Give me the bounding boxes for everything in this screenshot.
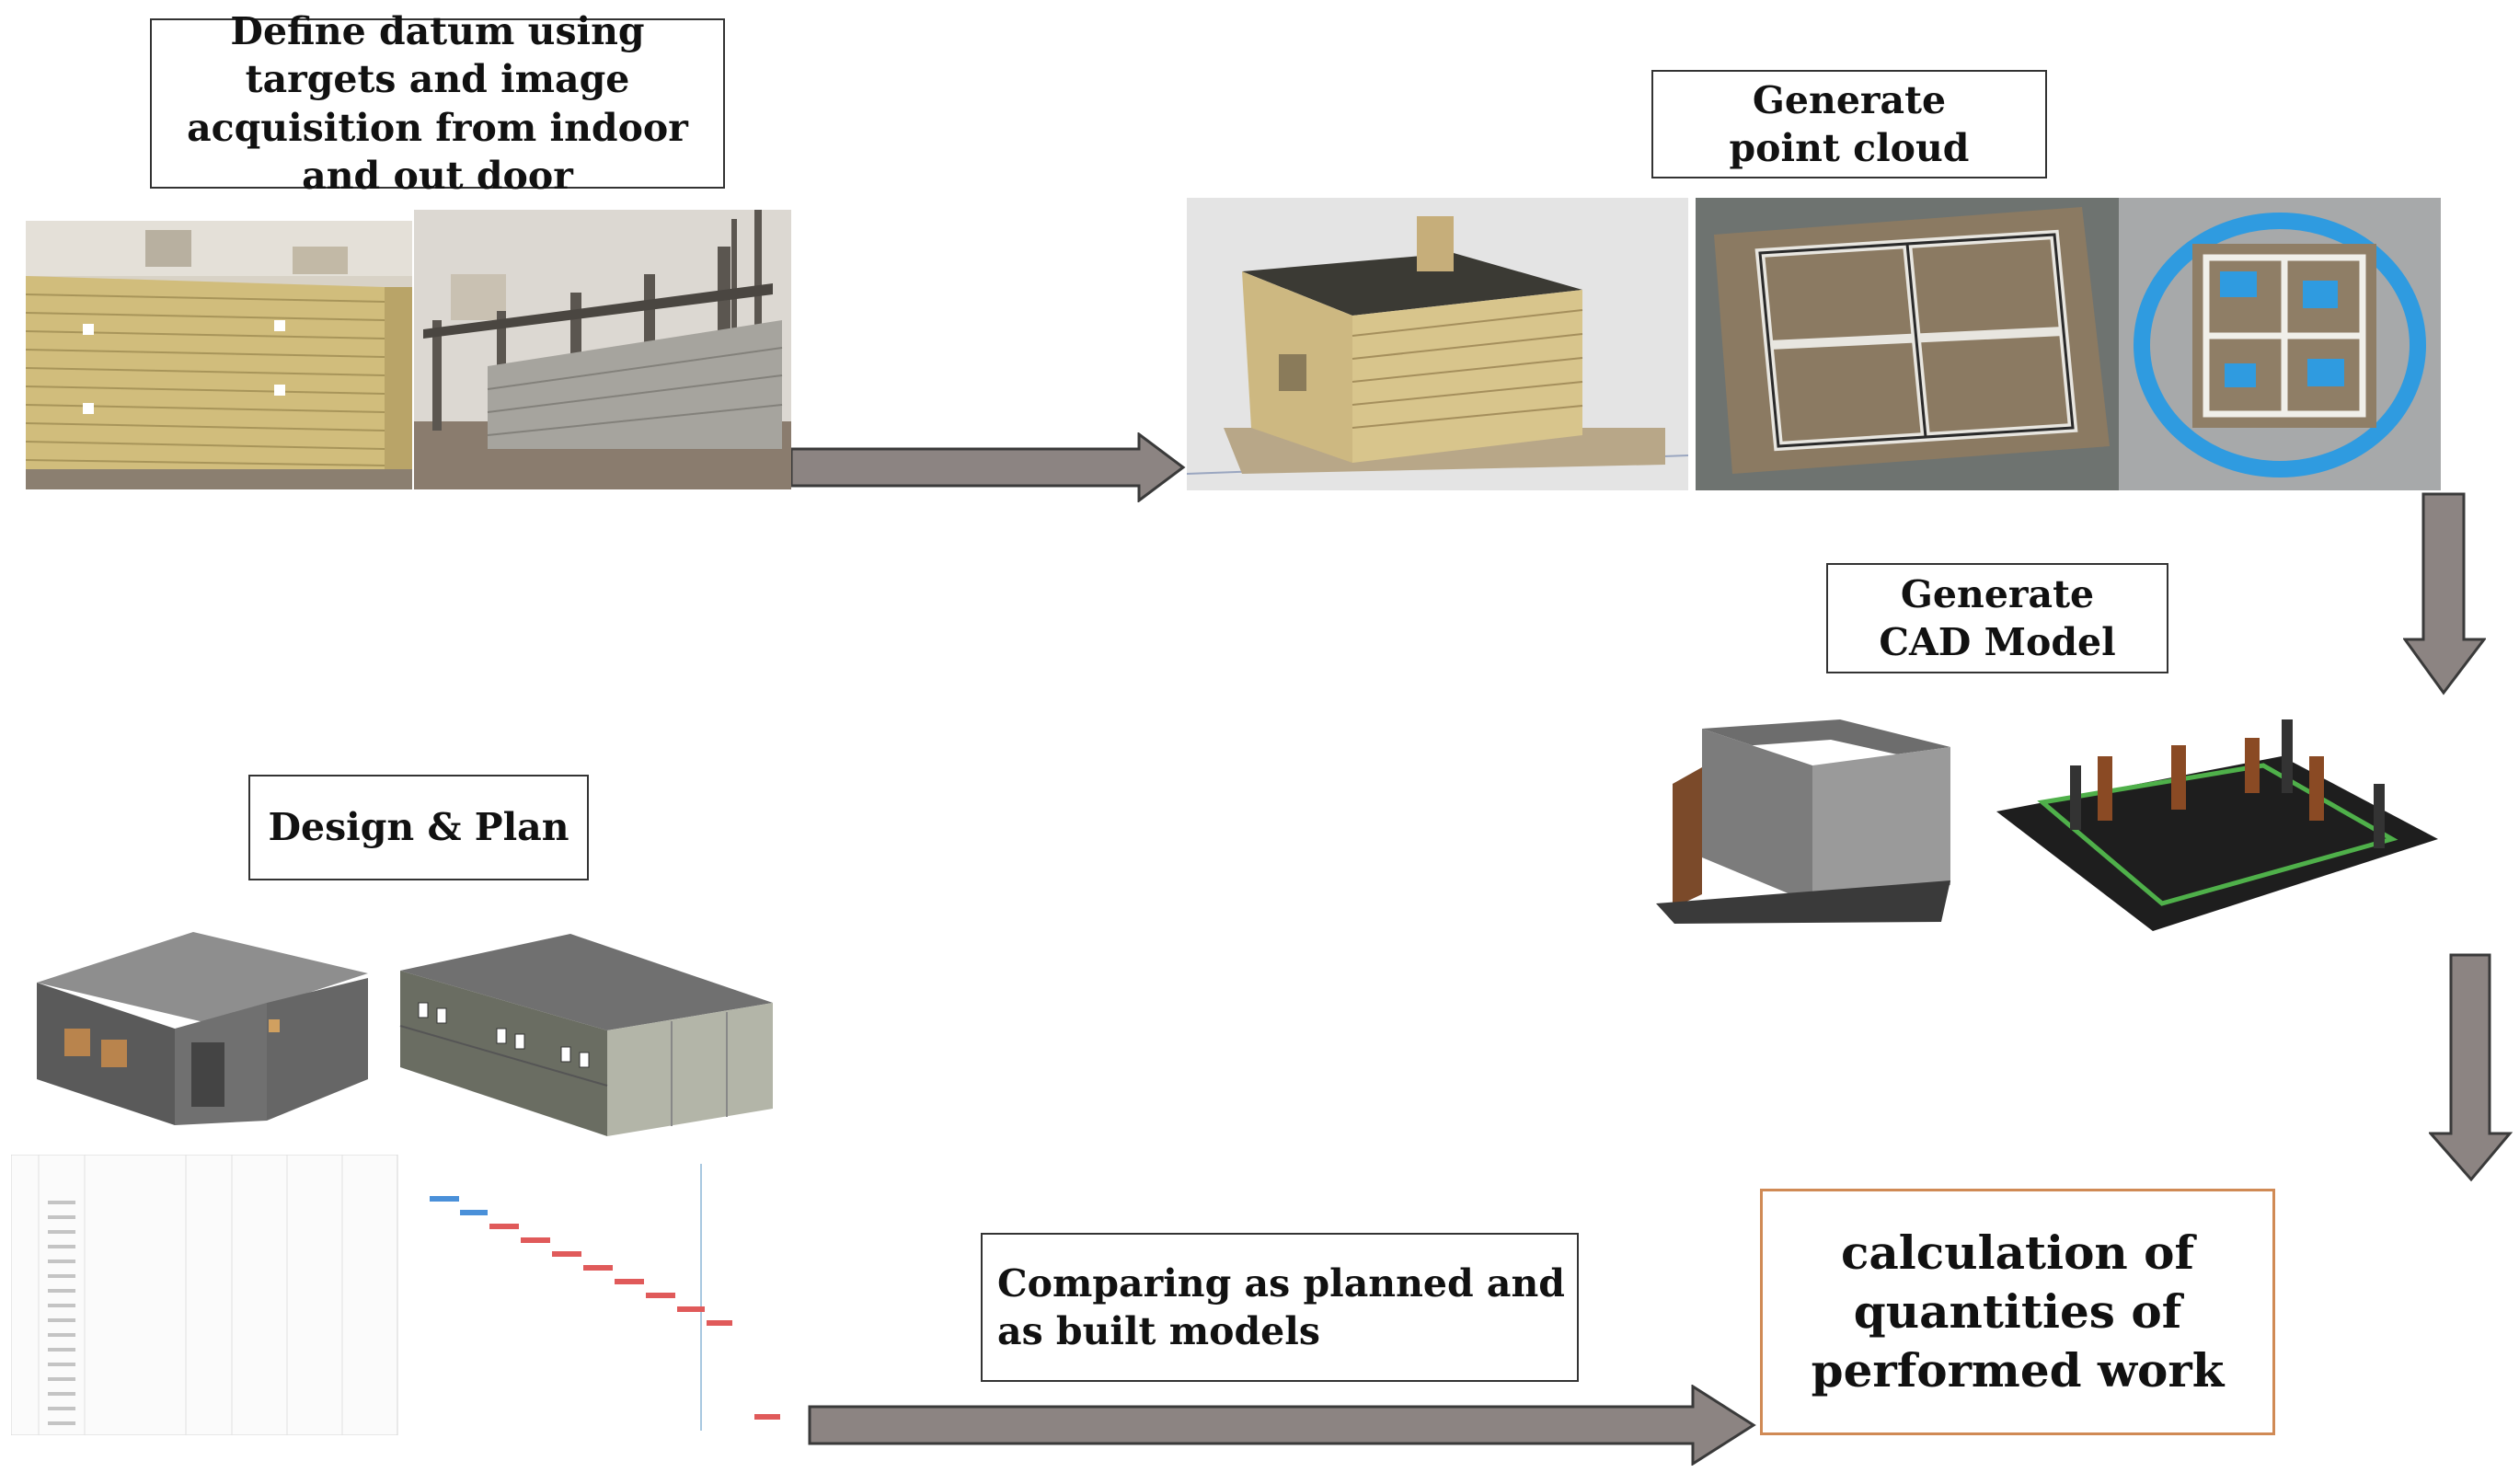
step-generate-cad-model: Generate CAD Model	[1826, 563, 2168, 673]
point-cloud-building	[1187, 198, 1688, 490]
step-comparing-models: Comparing as planned and as built models	[981, 1233, 1579, 1382]
photo-brick-wall-targets	[26, 221, 412, 489]
step-generate-cad-model-label: Generate CAD Model	[1879, 571, 2116, 664]
arrow-comparing-to-calculation	[808, 1385, 1756, 1466]
point-cloud-top-view	[1696, 198, 2119, 490]
step-design-plan-label: Design & Plan	[268, 805, 569, 850]
photo-concrete-frame	[414, 210, 791, 489]
step-define-datum: Define datum using targets and image acq…	[150, 9, 725, 198]
schedule-gantt	[11, 1155, 793, 1435]
step-generate-point-cloud-label: Generate point cloud	[1729, 77, 1970, 170]
step-calculation-quantities-label: calculation of quantities of performed w…	[1811, 1225, 2225, 1398]
step-generate-point-cloud: Generate point cloud	[1651, 70, 2047, 178]
step-calculation-quantities: calculation of quantities of performed w…	[1760, 1189, 2275, 1435]
step-design-plan: Design & Plan	[248, 775, 589, 880]
point-cloud-scan-positions	[2119, 198, 2441, 490]
arrow-cad-to-calculation	[2429, 953, 2513, 1182]
cad-model-building	[1996, 719, 2438, 931]
step-define-datum-label: Define datum using targets and image acq…	[187, 8, 688, 198]
design-model-large-building	[399, 934, 773, 1136]
step-comparing-models-label: Comparing as planned and as built models	[997, 1260, 1565, 1353]
arrow-datum-to-point-cloud	[789, 432, 1186, 502]
cad-model-room	[1656, 719, 1950, 924]
design-model-small-building	[37, 932, 368, 1125]
arrow-point-cloud-to-cad	[2403, 492, 2486, 696]
